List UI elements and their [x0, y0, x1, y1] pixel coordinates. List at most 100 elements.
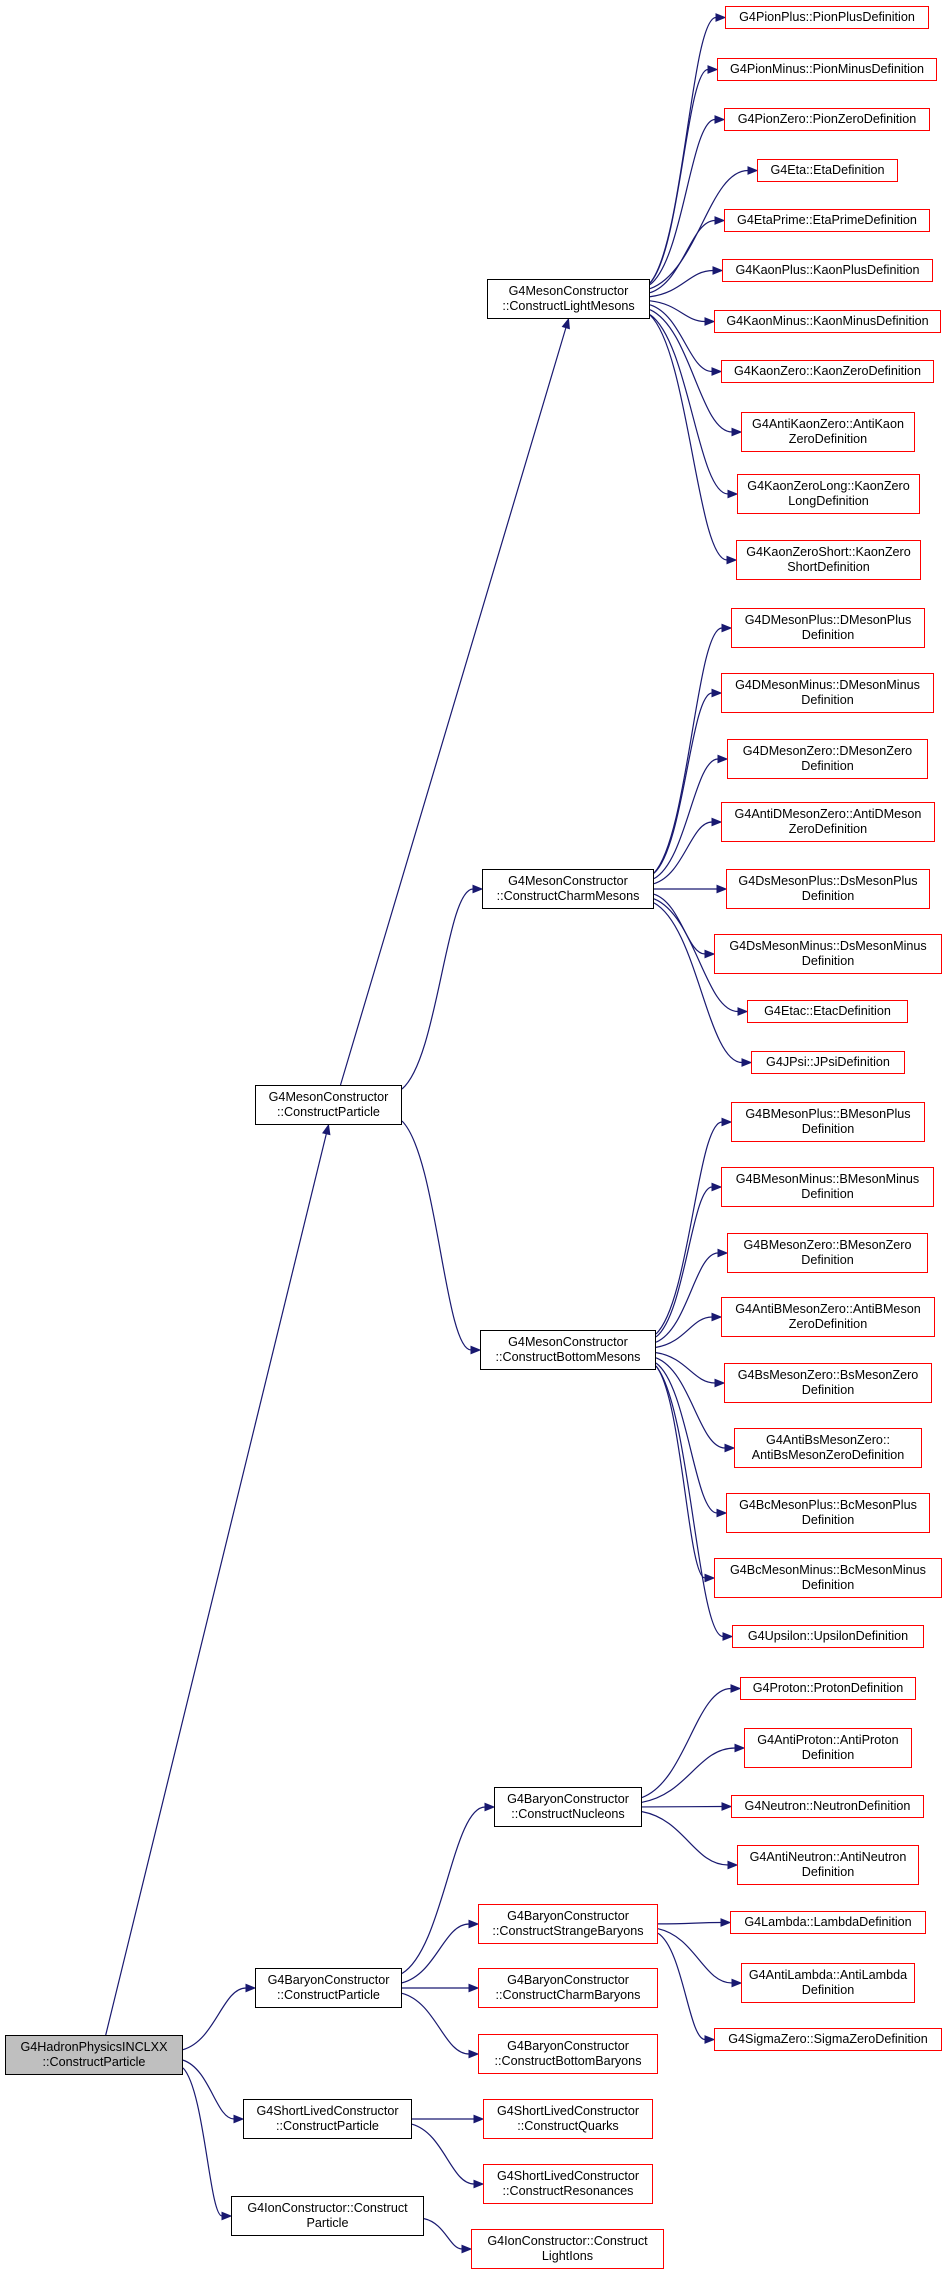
node-sigma-zero-definition[interactable]: G4SigmaZero::SigmaZeroDefinition — [714, 2028, 942, 2051]
node-bc-meson-minus-definition[interactable]: G4BcMesonMinus::BcMesonMinus Definition — [714, 1558, 942, 1598]
node-label: G4DsMesonPlus::DsMesonPlus Definition — [738, 874, 917, 904]
node-kaon-zero-definition[interactable]: G4KaonZero::KaonZeroDefinition — [721, 360, 934, 383]
node-construct-bottom-mesons[interactable]: G4MesonConstructor ::ConstructBottomMeso… — [480, 1330, 656, 1370]
node-construct-resonances[interactable]: G4ShortLivedConstructor ::ConstructReson… — [483, 2164, 653, 2204]
node-ion-constructor-construct-particle[interactable]: G4IonConstructor::Construct Particle — [231, 2196, 424, 2236]
node-proton-definition[interactable]: G4Proton::ProtonDefinition — [740, 1677, 916, 1700]
node-label: G4DMesonPlus::DMesonPlus Definition — [745, 613, 912, 643]
edge-bottom_mesons-to-b_meson_zero — [656, 1253, 718, 1342]
node-b-meson-zero-definition[interactable]: G4BMesonZero::BMesonZero Definition — [727, 1233, 928, 1273]
edge-light_mesons-to-pion_plus — [650, 18, 716, 284]
node-b-meson-minus-definition[interactable]: G4BMesonMinus::BMesonMinus Definition — [721, 1167, 934, 1207]
node-construct-quarks[interactable]: G4ShortLivedConstructor ::ConstructQuark… — [483, 2099, 653, 2139]
edge-arrowhead — [728, 490, 737, 497]
node-anti-bs-meson-zero-definition[interactable]: G4AntiBsMesonZero:: AntiBsMesonZeroDefin… — [734, 1428, 922, 1468]
edge-charm_mesons-to-jpsi — [654, 903, 742, 1063]
node-kaon-minus-definition[interactable]: G4KaonMinus::KaonMinusDefinition — [714, 310, 941, 333]
edge-arrowhead — [708, 66, 717, 73]
node-upsilon-definition[interactable]: G4Upsilon::UpsilonDefinition — [732, 1625, 924, 1648]
node-label: G4MesonConstructor ::ConstructParticle — [269, 1090, 389, 1120]
node-anti-lambda-definition[interactable]: G4AntiLambda::AntiLambda Definition — [741, 1963, 915, 2003]
node-label: G4Neutron::NeutronDefinition — [745, 1799, 911, 1814]
node-jpsi-definition[interactable]: G4JPsi::JPsiDefinition — [751, 1051, 905, 1074]
edge-nucleons-to-anti_proton — [642, 1748, 735, 1802]
node-anti-kaon-zero-definition[interactable]: G4AntiKaonZero::AntiKaon ZeroDefinition — [741, 412, 915, 452]
edge-arrowhead — [721, 1919, 730, 1926]
edge-light_mesons-to-eta_prime — [650, 221, 715, 293]
edge-arrowhead — [735, 1744, 744, 1751]
node-kaon-zero-long-definition[interactable]: G4KaonZeroLong::KaonZero LongDefinition — [737, 474, 920, 514]
node-label: G4MesonConstructor ::ConstructLightMeson… — [502, 284, 634, 314]
edge-arrowhead — [742, 1059, 751, 1066]
node-lambda-definition[interactable]: G4Lambda::LambdaDefinition — [730, 1911, 926, 1934]
node-label: G4Etac::EtacDefinition — [764, 1004, 891, 1019]
edge-arrowhead — [722, 1118, 731, 1125]
node-anti-b-meson-zero-definition[interactable]: G4AntiBMesonZero::AntiBMeson ZeroDefinit… — [721, 1297, 935, 1337]
node-label: G4BaryonConstructor ::ConstructBottomBar… — [495, 2039, 642, 2069]
edge-arrowhead — [222, 2212, 231, 2219]
node-construct-bottom-baryons[interactable]: G4BaryonConstructor ::ConstructBottomBar… — [478, 2034, 658, 2074]
edge-root-to-ion_cp — [183, 2068, 222, 2216]
node-eta-prime-definition[interactable]: G4EtaPrime::EtaPrimeDefinition — [724, 209, 930, 232]
node-construct-charm-mesons[interactable]: G4MesonConstructor ::ConstructCharmMeson… — [482, 869, 654, 909]
node-etac-definition[interactable]: G4Etac::EtacDefinition — [747, 1000, 908, 1023]
node-construct-strange-baryons[interactable]: G4BaryonConstructor ::ConstructStrangeBa… — [478, 1904, 658, 1944]
node-label: G4IonConstructor::Construct Particle — [247, 2201, 407, 2231]
edge-bottom_mesons-to-upsilon — [656, 1366, 723, 1637]
node-neutron-definition[interactable]: G4Neutron::NeutronDefinition — [731, 1795, 924, 1818]
edge-arrowhead — [728, 1861, 737, 1868]
node-label: G4AntiProton::AntiProton Definition — [757, 1733, 898, 1763]
node-label: G4KaonPlus::KaonPlusDefinition — [735, 263, 919, 278]
node-label: G4JPsi::JPsiDefinition — [766, 1055, 890, 1070]
edge-root-to-shortlived_cp — [183, 2060, 234, 2119]
node-label: G4ShortLivedConstructor ::ConstructQuark… — [497, 2104, 639, 2134]
node-d-meson-plus-definition[interactable]: G4DMesonPlus::DMesonPlus Definition — [731, 608, 925, 648]
node-label: G4SigmaZero::SigmaZeroDefinition — [728, 2032, 927, 2047]
node-anti-neutron-definition[interactable]: G4AntiNeutron::AntiNeutron Definition — [737, 1845, 919, 1885]
node-construct-light-ions[interactable]: G4IonConstructor::Construct LightIons — [471, 2229, 664, 2269]
edge-arrowhead — [712, 689, 721, 696]
node-pion-minus-definition[interactable]: G4PionMinus::PionMinusDefinition — [717, 58, 937, 81]
node-kaon-zero-short-definition[interactable]: G4KaonZeroShort::KaonZero ShortDefinitio… — [736, 540, 921, 580]
node-label: G4Upsilon::UpsilonDefinition — [748, 1629, 908, 1644]
node-label: G4DMesonZero::DMesonZero Definition — [743, 744, 912, 774]
edge-arrowhead — [727, 556, 736, 563]
node-pion-zero-definition[interactable]: G4PionZero::PionZeroDefinition — [724, 108, 930, 131]
node-construct-charm-baryons[interactable]: G4BaryonConstructor ::ConstructCharmBary… — [478, 1968, 658, 2008]
node-anti-d-meson-zero-definition[interactable]: G4AntiDMesonZero::AntiDMeson ZeroDefinit… — [721, 802, 935, 842]
edge-bottom_mesons-to-bs_meson_zero — [656, 1353, 715, 1383]
node-bs-meson-zero-definition[interactable]: G4BsMesonZero::BsMesonZero Definition — [724, 1363, 932, 1403]
node-label: G4AntiBsMesonZero:: AntiBsMesonZeroDefin… — [752, 1433, 905, 1463]
edge-nucleons-to-proton — [642, 1689, 731, 1798]
edge-arrowhead — [713, 267, 722, 274]
node-label: G4KaonZeroLong::KaonZero LongDefinition — [747, 479, 909, 509]
node-b-meson-plus-definition[interactable]: G4BMesonPlus::BMesonPlus Definition — [731, 1102, 925, 1142]
node-d-meson-zero-definition[interactable]: G4DMesonZero::DMesonZero Definition — [727, 739, 928, 779]
edge-bottom_mesons-to-b_meson_plus — [656, 1122, 722, 1334]
node-kaon-plus-definition[interactable]: G4KaonPlus::KaonPlusDefinition — [722, 259, 933, 282]
node-ds-meson-plus-definition[interactable]: G4DsMesonPlus::DsMesonPlus Definition — [726, 869, 930, 909]
edge-arrowhead — [234, 2115, 243, 2122]
node-anti-proton-definition[interactable]: G4AntiProton::AntiProton Definition — [744, 1728, 912, 1768]
node-construct-nucleons[interactable]: G4BaryonConstructor ::ConstructNucleons — [494, 1787, 642, 1827]
edge-arrowhead — [323, 1125, 330, 1135]
edge-arrowhead — [717, 1509, 726, 1516]
edge-nucleons-to-anti_neutron — [642, 1812, 728, 1865]
edge-arrowhead — [732, 1979, 741, 1986]
edge-arrowhead — [469, 1920, 478, 1927]
node-meson-constructor-construct-particle[interactable]: G4MesonConstructor ::ConstructParticle — [255, 1085, 402, 1125]
node-pion-plus-definition[interactable]: G4PionPlus::PionPlusDefinition — [725, 6, 929, 29]
node-hadron-physics-inclxx-construct-particle[interactable]: G4HadronPhysicsINCLXX ::ConstructParticl… — [5, 2035, 183, 2075]
edge-arrowhead — [718, 1249, 727, 1256]
node-eta-definition[interactable]: G4Eta::EtaDefinition — [757, 159, 898, 182]
node-baryon-constructor-construct-particle[interactable]: G4BaryonConstructor ::ConstructParticle — [255, 1968, 402, 2008]
node-shortlived-constructor-construct-particle[interactable]: G4ShortLivedConstructor ::ConstructParti… — [243, 2099, 412, 2139]
edge-baryon_cp-to-bottom_baryons — [402, 1993, 469, 2054]
node-d-meson-minus-definition[interactable]: G4DMesonMinus::DMesonMinus Definition — [721, 673, 934, 713]
node-bc-meson-plus-definition[interactable]: G4BcMesonPlus::BcMesonPlus Definition — [726, 1493, 930, 1533]
edge-meson_cp-to-charm_mesons — [402, 889, 473, 1089]
node-construct-light-mesons[interactable]: G4MesonConstructor ::ConstructLightMeson… — [487, 279, 650, 319]
node-label: G4BMesonMinus::BMesonMinus Definition — [736, 1172, 919, 1202]
node-ds-meson-minus-definition[interactable]: G4DsMesonMinus::DsMesonMinus Definition — [714, 934, 942, 974]
node-label: G4AntiBMesonZero::AntiBMeson ZeroDefinit… — [735, 1302, 921, 1332]
